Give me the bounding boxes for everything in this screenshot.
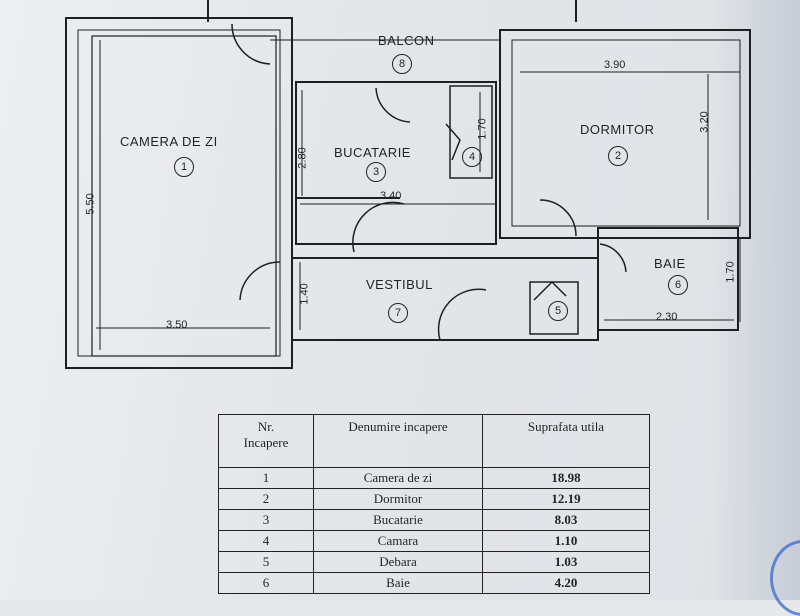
room-label-hall: VESTIBUL bbox=[366, 277, 433, 292]
room-number-2: 2 bbox=[608, 146, 628, 166]
cell-area: 1.10 bbox=[482, 530, 650, 552]
kitchen-outline bbox=[295, 81, 497, 245]
cell-nr: 2 bbox=[218, 488, 314, 510]
dim-bath-height: 1.70 bbox=[724, 261, 737, 283]
cell-name: Baie bbox=[313, 572, 483, 594]
rooms-area-table: Nr. Incapere Denumire incapere Suprafata… bbox=[218, 414, 650, 594]
room-label-bath: BAIE bbox=[654, 256, 686, 271]
table-row: 3 Bucatarie 8.03 bbox=[218, 509, 650, 531]
table-header-row: Nr. Incapere Denumire incapere Suprafata… bbox=[218, 414, 650, 468]
hallway-outline bbox=[291, 257, 599, 341]
door-arc-bedroom bbox=[539, 199, 577, 237]
room-number-5: 5 bbox=[548, 301, 568, 321]
cell-name: Bucatarie bbox=[313, 509, 483, 531]
dim-kitchen-height: 2.80 bbox=[296, 147, 309, 169]
room-label-kitchen: BUCATARIE bbox=[334, 145, 411, 160]
dim-pantry-height: 1.70 bbox=[476, 118, 489, 140]
pantry-outline bbox=[449, 85, 493, 179]
cell-nr: 3 bbox=[218, 509, 314, 531]
dim-bedroom-height: 3.20 bbox=[698, 111, 711, 133]
cell-nr: 5 bbox=[218, 551, 314, 573]
cell-name: Camara bbox=[313, 530, 483, 552]
dim-bedroom-width: 3.90 bbox=[604, 59, 626, 71]
room-number-6: 6 bbox=[668, 275, 688, 295]
cell-area: 8.03 bbox=[482, 509, 650, 531]
floor-plan bbox=[65, 0, 751, 369]
header-nr: Nr. Incapere bbox=[218, 414, 314, 468]
room-number-7: 7 bbox=[388, 303, 408, 323]
room-label-living: CAMERA DE ZI bbox=[120, 134, 218, 149]
door-arc-hall-living bbox=[239, 261, 281, 301]
room-label-bedroom: DORMITOR bbox=[580, 122, 655, 137]
header-area: Suprafata utila bbox=[482, 414, 650, 468]
door-arc-kitchen-hall bbox=[352, 201, 405, 253]
cell-name: Dormitor bbox=[313, 488, 483, 510]
door-arc-entrance bbox=[437, 288, 487, 341]
cell-nr: 1 bbox=[218, 467, 314, 489]
header-nr-line1: Nr. bbox=[257, 419, 275, 434]
cell-nr: 4 bbox=[218, 530, 314, 552]
table-row: 1 Camera de zi 18.98 bbox=[218, 467, 650, 489]
table-row: 6 Baie 4.20 bbox=[218, 572, 650, 594]
door-arc-bath bbox=[599, 243, 627, 273]
room-number-3: 3 bbox=[366, 162, 386, 182]
cell-area: 18.98 bbox=[482, 467, 650, 489]
room-number-1: 1 bbox=[174, 157, 194, 177]
room-number-8: 8 bbox=[392, 54, 412, 74]
dim-living-width: 3.50 bbox=[166, 319, 188, 331]
dim-kitchen-width: 3.40 bbox=[380, 190, 402, 202]
cell-name: Camera de zi bbox=[313, 467, 483, 489]
cell-nr: 6 bbox=[218, 572, 314, 594]
cell-area: 4.20 bbox=[482, 572, 650, 594]
bedroom-outline bbox=[499, 29, 751, 239]
table-row: 2 Dormitor 12.19 bbox=[218, 488, 650, 510]
storage-outline bbox=[529, 281, 579, 335]
table-row: 4 Camara 1.10 bbox=[218, 530, 650, 552]
living-room-outline bbox=[65, 17, 293, 369]
room-label-balcony: BALCON bbox=[378, 33, 435, 48]
cell-area: 1.03 bbox=[482, 551, 650, 573]
dim-bath-width: 2.30 bbox=[656, 311, 678, 323]
door-arc-kitchen bbox=[375, 87, 411, 123]
door-arc-living bbox=[231, 23, 271, 65]
page-shadow bbox=[710, 0, 800, 600]
dim-hall-height: 1.40 bbox=[298, 283, 311, 305]
cell-name: Debara bbox=[313, 551, 483, 573]
header-name: Denumire incapere bbox=[313, 414, 483, 468]
dim-living-height: 5.50 bbox=[84, 193, 97, 215]
room-number-4: 4 bbox=[462, 147, 482, 167]
header-nr-line2: Incapere bbox=[243, 435, 289, 450]
table-row: 5 Debara 1.03 bbox=[218, 551, 650, 573]
door-pantry bbox=[445, 123, 461, 161]
cell-area: 12.19 bbox=[482, 488, 650, 510]
door-storage bbox=[533, 280, 567, 301]
